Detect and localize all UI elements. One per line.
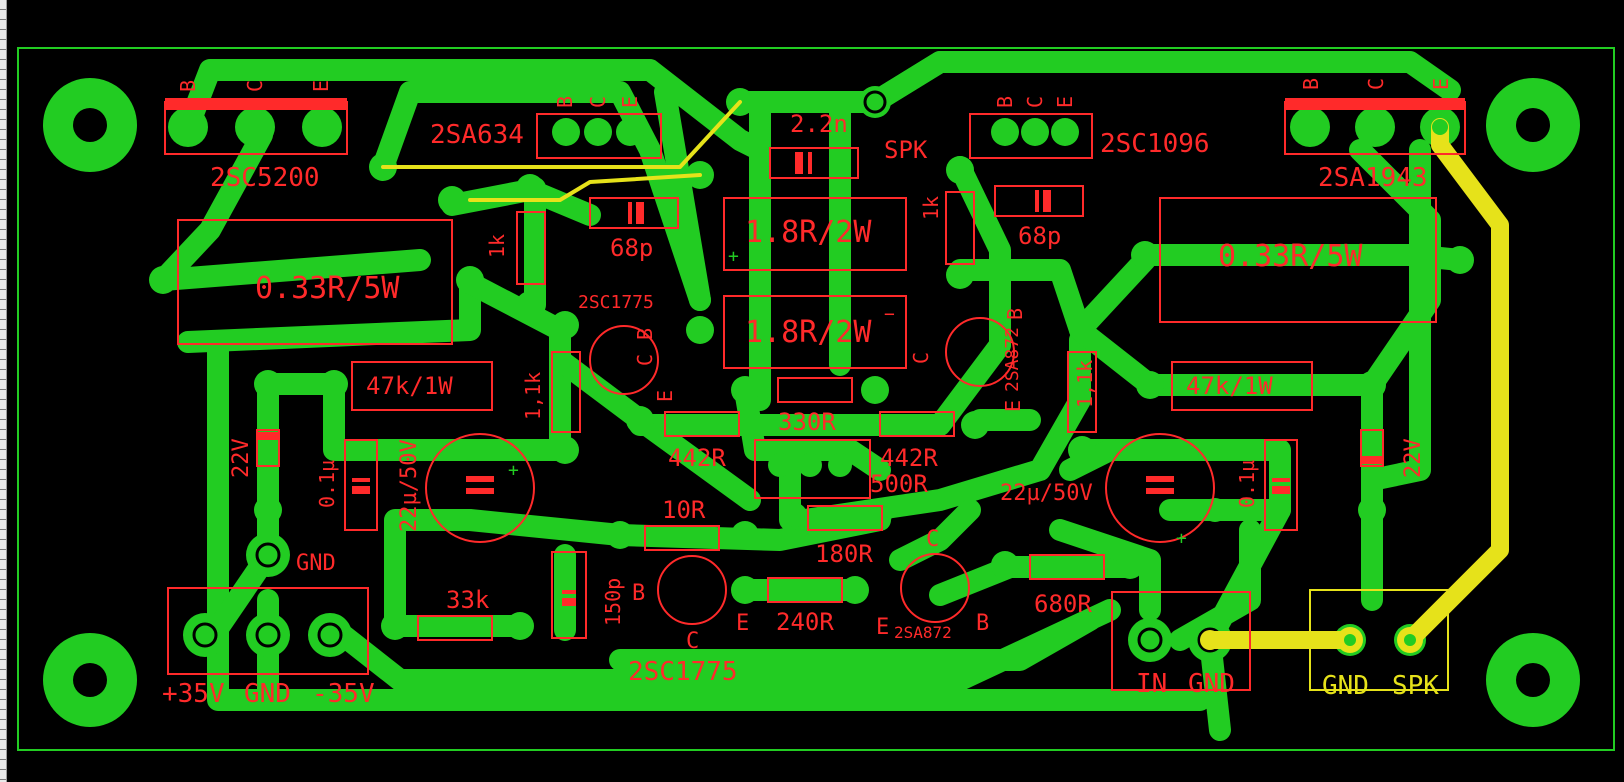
q-right-drv-pin-c: C xyxy=(1023,96,1047,108)
q-left-out-pin-c: C xyxy=(243,80,267,92)
res-330-label: 330R xyxy=(778,408,836,436)
in-label: IN xyxy=(1136,669,1167,699)
q-2sa872-bot-label: 2SA872 xyxy=(894,623,952,642)
res-11k-right-label: 1,1k xyxy=(1073,360,1097,408)
q-left-out-pin-e: E xyxy=(309,80,333,92)
silk-fills xyxy=(165,98,1465,606)
left-ruler xyxy=(0,0,7,782)
q-right-drv-pin-e: E xyxy=(1053,96,1077,108)
q-left-drv-pin-c: C xyxy=(586,96,610,108)
q-right-out-pin-b: B xyxy=(1299,78,1323,90)
q-left-out-pin-b: B xyxy=(176,80,200,92)
cap-2n2-label: 2.2n xyxy=(790,110,848,138)
pwr-pos-label: +35V xyxy=(162,679,225,709)
cap-68p-left-label: 68p xyxy=(610,234,653,262)
res-180-label: 180R xyxy=(815,540,873,568)
speaker-connector-outline xyxy=(1309,589,1449,691)
res-11k-left-label: 1,1k xyxy=(521,372,545,420)
res-442-right-label: 442R xyxy=(880,444,938,472)
zener-left-label: 22V xyxy=(229,438,254,478)
in-gnd-label: GND xyxy=(1188,669,1235,699)
q-2sc1775-bot-pin-e: E xyxy=(736,611,749,636)
q-2sa872-top-label: 2SA872 xyxy=(1002,327,1023,392)
board-outline xyxy=(17,47,1615,751)
res-033-left-label: 0.33R/5W xyxy=(255,271,400,306)
plus-18-label: + xyxy=(728,246,739,267)
cap-68p-right-label: 68p xyxy=(1018,222,1061,250)
cap-22-right-label: 22µ/50V xyxy=(1000,481,1093,506)
pot-500-label: 500R xyxy=(870,470,928,498)
q-2sc1775-top-pin-c: C xyxy=(633,354,657,366)
minus-18-label: − xyxy=(884,304,895,325)
cap-22-left-label: 22µ/50V xyxy=(397,439,422,532)
res-442-left-label: 442R xyxy=(668,444,726,472)
spk-top-label: SPK xyxy=(884,136,928,164)
q-right-out-pin-e: E xyxy=(1429,78,1453,90)
q-2sa872-top-pin-c: C xyxy=(909,352,933,364)
res-240-label: 240R xyxy=(776,608,834,636)
cap-22-left-plus: + xyxy=(508,460,519,481)
q-2sc1775-bot-label: 2SC1775 xyxy=(628,657,738,687)
mounting-holes xyxy=(43,78,1580,727)
copper-tracks xyxy=(152,51,1471,741)
q-2sc1775-top-label: 2SC1775 xyxy=(578,292,654,313)
q-left-drv-label: 2SA634 xyxy=(430,120,524,150)
q-2sa872-bot-pin-b: B xyxy=(976,611,989,636)
cap-22-right-plus: + xyxy=(1176,528,1187,549)
res-033-right-label: 0.33R/5W xyxy=(1218,239,1363,274)
q-2sa872-top-pin-e: E xyxy=(1001,400,1025,412)
q-right-out-label: 2SA1943 xyxy=(1318,163,1428,193)
res-33k-label: 33k xyxy=(446,586,490,614)
pwr-gnd-label: GND xyxy=(244,679,291,709)
q-2sa872-top-pin-b: B xyxy=(1003,308,1027,320)
cap-01-left-label: 0.1µ xyxy=(315,460,339,508)
q-left-out-label: 2SC5200 xyxy=(210,163,320,193)
q-left-drv-pin-b: B xyxy=(553,96,577,108)
pwr-neg-label: -35V xyxy=(312,679,375,709)
jumper-wires xyxy=(381,100,1509,649)
q-2sc1775-top-pin-e: E xyxy=(653,390,677,402)
res-18-top-label: 1.8R/2W xyxy=(745,215,872,250)
q-right-drv-pin-b: B xyxy=(993,96,1017,108)
q-2sc1775-bot-pin-c: C xyxy=(686,629,699,654)
out-spk-label: SPK xyxy=(1392,671,1439,701)
q-2sc1775-top-pin-b: B xyxy=(633,328,657,340)
q-2sa872-bot-pin-c: C xyxy=(926,527,939,552)
res-18-bot-label: 1.8R/2W xyxy=(745,315,872,350)
q-right-drv-label: 2SC1096 xyxy=(1100,129,1210,159)
gnd-mid-label: GND xyxy=(296,551,336,576)
cap-01-right-label: 0.1µ xyxy=(1235,460,1259,508)
res-10-label: 10R xyxy=(662,496,706,524)
res-47k-left-label: 47k/1W xyxy=(366,372,453,400)
res-1k-right-label: 1k xyxy=(919,196,943,220)
q-2sa872-bot-pin-e: E xyxy=(876,615,889,640)
q-left-drv-pin-e: E xyxy=(618,96,642,108)
q-right-out-pin-c: C xyxy=(1364,78,1388,90)
out-gnd-label: GND xyxy=(1322,671,1369,701)
res-680-label: 680R xyxy=(1034,590,1092,618)
res-1k-left-label: 1k xyxy=(485,234,509,258)
cap-150p-label: 150p xyxy=(601,578,625,626)
zener-right-label: 22V xyxy=(1401,438,1426,478)
res-47k-right-label: 47k/1W xyxy=(1186,372,1273,400)
q-2sc1775-bot-pin-b: B xyxy=(632,581,645,606)
